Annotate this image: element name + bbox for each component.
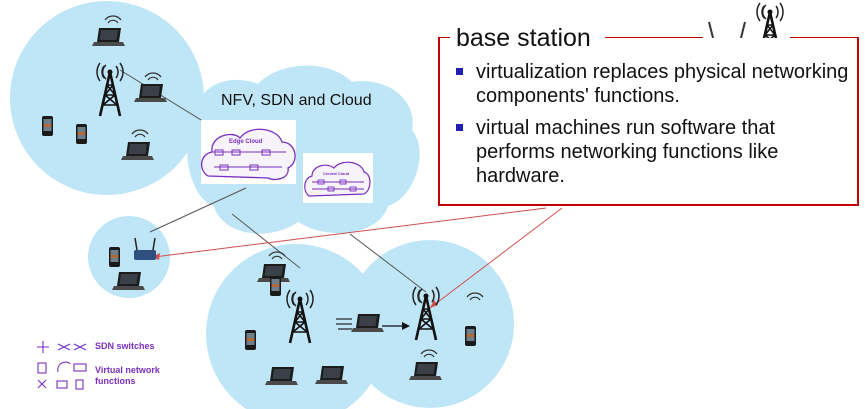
cell-small-left xyxy=(88,216,170,298)
edge-cloud-icon: Edge Cloud xyxy=(201,120,296,184)
sdn-switch-icon xyxy=(73,343,87,351)
cell-bottom-right xyxy=(346,240,514,408)
vnf-icon xyxy=(73,363,87,372)
vnf-icon xyxy=(56,380,68,389)
edge-cloud-label: Edge Cloud xyxy=(229,139,263,145)
cell-top-left xyxy=(10,1,204,195)
legend-sdn-switches: SDN switches xyxy=(95,341,155,351)
nfv-sdn-cloud-label: NFV, SDN and Cloud xyxy=(221,92,372,109)
vnf-icon xyxy=(37,362,47,374)
central-cloud-icon: Central Cloud xyxy=(303,153,373,203)
legend-icons xyxy=(37,341,87,390)
bullet-square-icon xyxy=(456,68,463,75)
pointer-arrows xyxy=(153,207,563,309)
legend-vnf-line2: functions xyxy=(95,376,136,386)
motion-lines xyxy=(336,318,352,330)
callout-title: base station xyxy=(450,24,597,53)
smartphone-icon xyxy=(465,326,476,346)
smartphone-icon xyxy=(245,330,256,350)
vnf-icon xyxy=(57,361,71,373)
smartphone-icon xyxy=(109,247,120,267)
legend-vnf-line1: Virtual network xyxy=(95,365,160,375)
smartphone-icon xyxy=(76,124,87,144)
callout-bullet-item: virtual machines run software that perfo… xyxy=(454,116,854,188)
callout-bullet-text: virtualization replaces physical network… xyxy=(476,61,849,107)
base-station-callout: virtualization replaces physical network… xyxy=(438,38,859,206)
callout-bullet-item: virtualization replaces physical network… xyxy=(454,60,854,108)
smartphone-icon xyxy=(270,276,281,296)
callout-bullet-text: virtual machines run software that perfo… xyxy=(476,117,779,187)
callout-bullet-list: virtualization replaces physical network… xyxy=(454,60,854,196)
smartphone-icon xyxy=(42,116,53,136)
central-cloud-label: Central Cloud xyxy=(323,171,350,176)
bullet-square-icon xyxy=(456,124,463,131)
vnf-icon xyxy=(37,379,47,389)
sdn-switch-icon xyxy=(37,341,49,353)
sdn-switch-icon xyxy=(57,343,71,351)
wireless-router-icon xyxy=(134,237,156,260)
vnf-icon xyxy=(75,379,84,390)
